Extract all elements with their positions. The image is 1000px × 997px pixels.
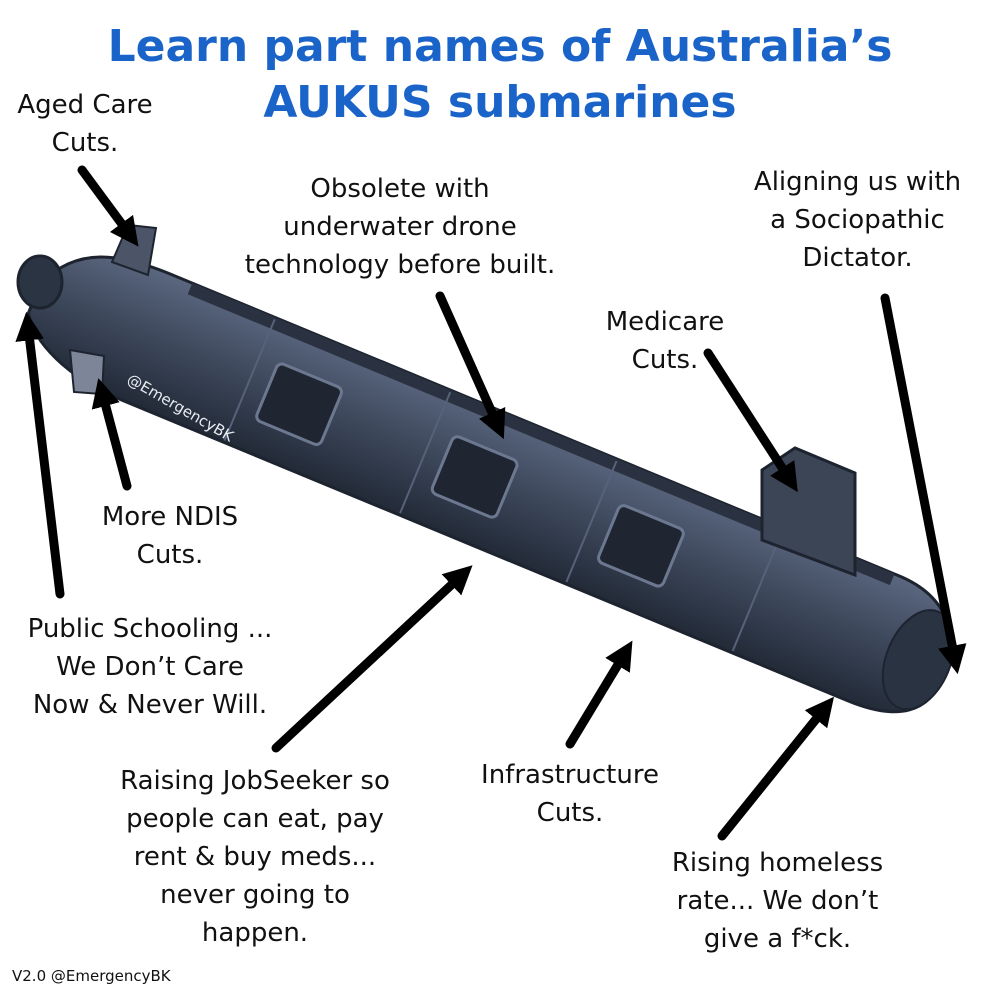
rear-fin-bottom bbox=[68, 348, 106, 396]
arrow-obsolete bbox=[435, 291, 506, 440]
arrow-jobseeker bbox=[271, 565, 473, 753]
arrow-homeless bbox=[717, 696, 835, 841]
poster-title-line-2: AUKUS submarines bbox=[263, 77, 737, 128]
arrow-medicare bbox=[703, 348, 798, 493]
arrow-dictator bbox=[880, 293, 967, 675]
poster-title-line-1: Learn part names of Australia’s bbox=[107, 21, 893, 72]
footer-version: V2.0 @EmergencyBK bbox=[12, 967, 171, 985]
arrow-schooling bbox=[15, 311, 65, 599]
arrow-ndis bbox=[91, 378, 132, 491]
arrow-infrastructure bbox=[565, 640, 633, 749]
propeller bbox=[16, 254, 64, 310]
submarine-hull bbox=[26, 255, 956, 714]
arrow-aged-care bbox=[77, 165, 139, 247]
